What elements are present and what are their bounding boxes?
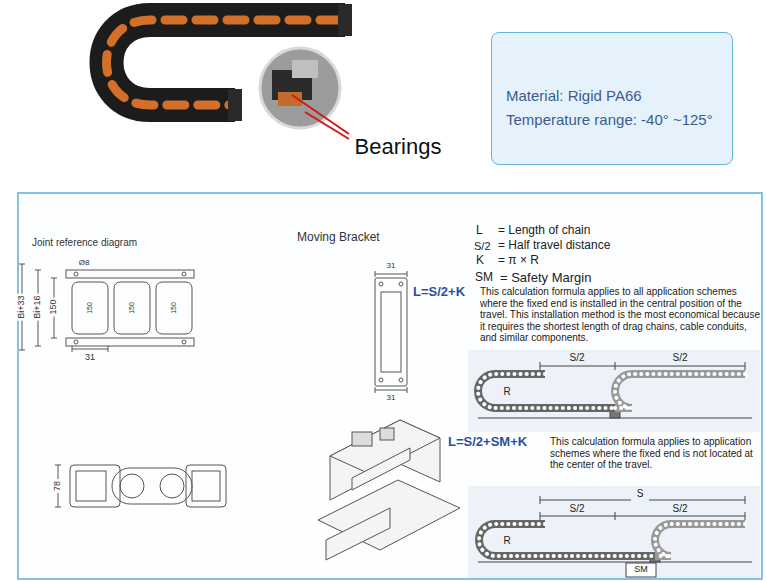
- symbol: S/2: [474, 240, 491, 252]
- bracket-drawing: [375, 271, 407, 393]
- symbol: K: [476, 254, 484, 267]
- dimension-label: 78: [53, 479, 63, 493]
- chain-scheme: [479, 524, 745, 556]
- section-heading: Joint reference diagram: [32, 237, 137, 248]
- dimension-label: S: [637, 488, 644, 499]
- chain-scheme: [478, 374, 745, 408]
- definition: = Safety Margin: [500, 271, 591, 285]
- dimension-line: [478, 362, 752, 418]
- dimension-label: R: [503, 386, 510, 397]
- formula: L=S/2+SM+K: [448, 435, 527, 449]
- note: This calculation formula applies to all …: [480, 286, 760, 344]
- joint-drawing: [19, 264, 194, 352]
- panel: [18, 193, 762, 579]
- spec-box: Material: Rigid PA66Temperature range: -…: [491, 32, 733, 165]
- dimension-line: [478, 496, 752, 577]
- note: This calculation formula applies to appl…: [550, 436, 758, 471]
- symbol: SM: [475, 271, 493, 284]
- scheme-panel: [468, 350, 760, 432]
- spec-text: Material: Rigid PA66: [506, 84, 720, 108]
- dimension-label: S/2: [569, 352, 584, 363]
- dimension-label: 31: [387, 262, 396, 271]
- bearing-inset: [260, 48, 340, 128]
- dimension-label: 150: [49, 297, 59, 316]
- definition: = Half travel distance: [498, 239, 610, 252]
- dimension-label: Bi+33: [17, 293, 27, 320]
- spec-text: Temperature range: -40° ~125°: [506, 108, 720, 132]
- callout-label: Bearings: [355, 135, 442, 159]
- leader-line: [292, 95, 349, 139]
- dimension-label: 150: [86, 302, 94, 314]
- dimension-label: Bi+16: [33, 293, 43, 320]
- definition: = π × R: [498, 254, 539, 267]
- section-heading: Moving Bracket: [297, 231, 380, 244]
- dimension-label: 150: [170, 302, 178, 314]
- side-view: [55, 465, 226, 507]
- dimension-label: R: [503, 535, 510, 546]
- formula: L=S/2+K: [413, 285, 465, 299]
- dimension-label: S/2: [672, 503, 687, 514]
- iso-view: [318, 420, 460, 560]
- dimension-label: 150: [128, 302, 136, 314]
- dimension-label: S/2: [672, 352, 687, 363]
- dimension-label: S/2: [569, 503, 584, 514]
- dimension-label: 31: [85, 353, 95, 363]
- dimension-label: SM: [634, 565, 648, 575]
- dimension-label: 31: [387, 394, 396, 403]
- definition: = Length of chain: [498, 224, 590, 237]
- dimension-label: Ø8: [79, 259, 90, 268]
- scheme-panel: [468, 486, 760, 578]
- symbol: L: [476, 224, 483, 237]
